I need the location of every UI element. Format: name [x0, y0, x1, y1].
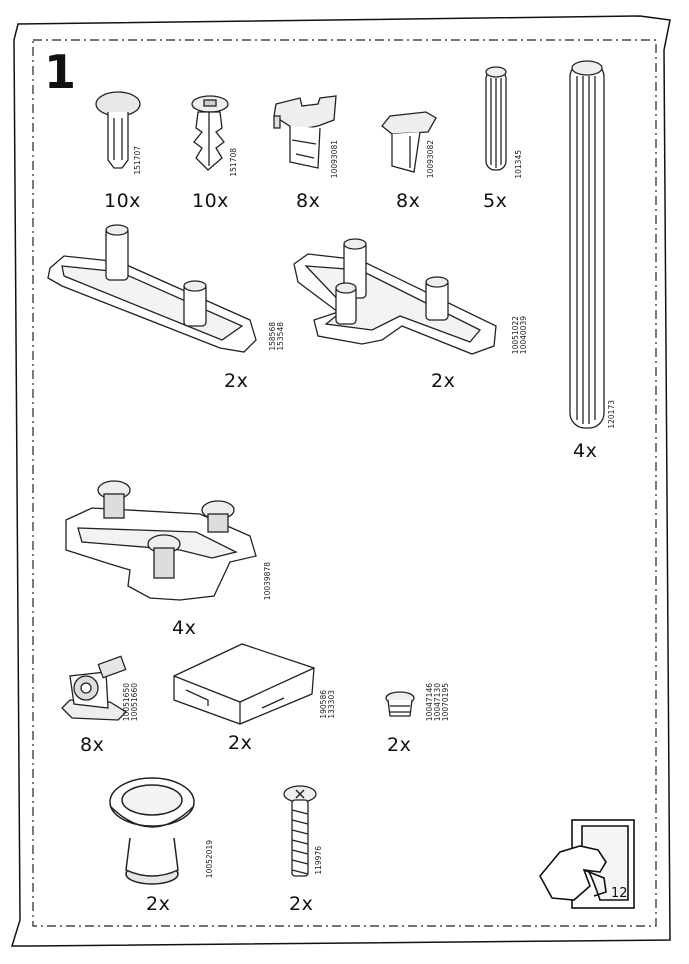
knob-screw-icon [283, 785, 317, 877]
cross-bracket-icon [293, 238, 497, 355]
bumper-icon [385, 691, 415, 717]
dashed-frame [32, 39, 657, 927]
qty-cam-lock: 8x [80, 734, 105, 756]
long-rod-icon [569, 60, 605, 429]
plastic-dowel-icon [191, 95, 229, 171]
qty-shelf-clip-b: 8x [396, 190, 421, 212]
code-foot-pad: 190586 133303 [319, 690, 336, 719]
qty-wood-dowel: 5x [483, 190, 508, 212]
qty-straight-bracket: 2x [224, 370, 249, 392]
straight-bracket-icon [47, 224, 257, 353]
cam-lock-icon [61, 655, 128, 721]
qty-bumper: 2x [387, 734, 412, 756]
knob-icon [109, 777, 195, 885]
step-number: 1 [44, 45, 77, 99]
code-shelf-clip-b: 10093082 [426, 140, 435, 179]
qty-cross-bracket: 2x [431, 370, 456, 392]
code-bumper: 10047146 10047130 10070195 [425, 683, 450, 722]
wood-dowel-icon [485, 66, 507, 171]
qty-hinge: 4x [172, 617, 197, 639]
code-plastic-dowel: 151708 [229, 148, 238, 177]
code-cam-stud-dowel: 151707 [133, 146, 142, 175]
code-wood-dowel: 101345 [514, 150, 523, 179]
hand-turning-page-icon [539, 819, 635, 909]
shelf-clip-b-icon [381, 111, 437, 173]
cam-stud-dowel-icon [95, 91, 141, 169]
page-number: 12 [611, 886, 628, 901]
code-hinge: 10039878 [263, 562, 272, 601]
code-cam-lock: 10051650 10051660 [122, 683, 139, 722]
code-straight-bracket: 158568 153548 [268, 322, 285, 351]
code-long-rod: 120173 [607, 400, 616, 429]
qty-cam-stud-dowel: 10x [104, 190, 141, 212]
qty-long-rod: 4x [573, 440, 598, 462]
code-knob-screw: 119976 [314, 846, 323, 875]
shelf-clip-a-icon [273, 95, 337, 169]
qty-knob: 2x [146, 893, 171, 915]
qty-foot-pad: 2x [228, 732, 253, 754]
hinge-icon [65, 480, 257, 601]
qty-knob-screw: 2x [289, 893, 314, 915]
foot-pad-icon [173, 643, 315, 725]
qty-shelf-clip-a: 8x [296, 190, 321, 212]
sheet-border [10, 15, 671, 947]
code-cross-bracket: 10051022 10040039 [511, 316, 528, 355]
code-shelf-clip-a: 10093081 [330, 140, 339, 179]
qty-plastic-dowel: 10x [192, 190, 229, 212]
code-knob: 10052019 [205, 840, 214, 879]
